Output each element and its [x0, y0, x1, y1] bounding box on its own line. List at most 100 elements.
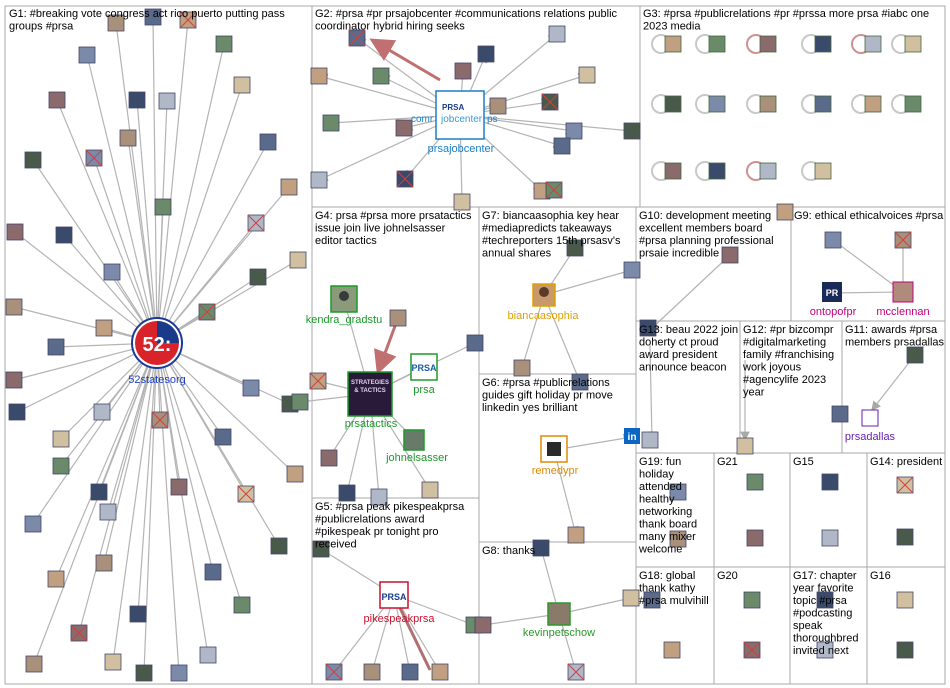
avatar-node[interactable]: [348, 29, 366, 47]
avatar-node[interactable]: [199, 646, 217, 664]
avatar-node[interactable]: [567, 526, 585, 544]
avatar-node[interactable]: [242, 379, 260, 397]
avatar-node[interactable]: [52, 430, 70, 448]
avatar-node[interactable]: [286, 465, 304, 483]
avatar-node[interactable]: [571, 373, 589, 391]
avatar-node[interactable]: [565, 122, 583, 140]
avatar-node[interactable]: [896, 591, 914, 609]
avatar-node[interactable]: [513, 359, 531, 377]
avatar-node[interactable]: [312, 540, 330, 558]
avatar-node[interactable]: [55, 226, 73, 244]
avatar-node[interactable]: [669, 483, 687, 501]
avatar-node[interactable]: [247, 214, 265, 232]
hub-ontopofpr[interactable]: PR ontopofpr: [810, 282, 857, 318]
avatar-node[interactable]: [70, 624, 88, 642]
hub-52statesorg[interactable]: 52: 52statesorg: [128, 317, 186, 386]
g3-node[interactable]: [695, 94, 726, 114]
g3-node[interactable]: [801, 94, 832, 114]
avatar-node[interactable]: [320, 449, 338, 467]
avatar-node[interactable]: [896, 528, 914, 546]
g3-node[interactable]: [695, 161, 726, 181]
g3-node[interactable]: [651, 161, 682, 181]
g3-node[interactable]: [851, 34, 882, 54]
avatar-node[interactable]: [372, 67, 390, 85]
avatar-node[interactable]: [743, 591, 761, 609]
avatar-node[interactable]: [567, 663, 585, 681]
hub-prsajobcenter[interactable]: PRSA jobcenter comr ps prsajobcenter: [411, 90, 498, 155]
avatar-node[interactable]: [421, 481, 439, 499]
avatar-node[interactable]: [623, 122, 641, 140]
hub-prsatactics[interactable]: STRATEGIES & TACTICS prsatactics: [345, 371, 398, 430]
avatar-node[interactable]: [578, 66, 596, 84]
avatar-node[interactable]: [401, 663, 419, 681]
avatar-node[interactable]: [198, 303, 216, 321]
avatar-node[interactable]: [259, 133, 277, 151]
hub-kendra[interactable]: kendra_gradstu: [306, 285, 382, 326]
g3-node[interactable]: [746, 34, 777, 54]
avatar-node[interactable]: [395, 119, 413, 137]
avatar-node[interactable]: [453, 193, 471, 211]
avatar-node[interactable]: [25, 655, 43, 673]
avatar-node[interactable]: [824, 231, 842, 249]
avatar-node[interactable]: [233, 76, 251, 94]
avatar-node[interactable]: [107, 14, 125, 32]
g3-node[interactable]: [651, 94, 682, 114]
avatar-node[interactable]: [170, 478, 188, 496]
avatar-node[interactable]: [47, 338, 65, 356]
avatar-node[interactable]: [816, 641, 834, 659]
avatar-node[interactable]: [553, 137, 571, 155]
avatar-node[interactable]: [214, 428, 232, 446]
avatar-node[interactable]: [291, 393, 309, 411]
avatar-node[interactable]: [270, 537, 288, 555]
avatar-node[interactable]: [363, 663, 381, 681]
avatar-node[interactable]: [310, 171, 328, 189]
avatar-node[interactable]: [454, 62, 472, 80]
avatar-node[interactable]: [466, 334, 484, 352]
avatar-node[interactable]: [78, 46, 96, 64]
avatar-node[interactable]: [736, 437, 754, 455]
g3-node[interactable]: [891, 94, 922, 114]
avatar-node[interactable]: [541, 93, 559, 111]
hub-remedypr[interactable]: remedypr: [532, 435, 579, 477]
hub-biancaasophia[interactable]: biancaasophia: [508, 283, 580, 322]
avatar-node[interactable]: [746, 529, 764, 547]
g3-node[interactable]: [746, 94, 777, 114]
avatar-node[interactable]: [896, 476, 914, 494]
avatar-node[interactable]: [289, 251, 307, 269]
avatar-node[interactable]: [233, 596, 251, 614]
avatar-node[interactable]: [249, 268, 267, 286]
avatar-node[interactable]: [5, 371, 23, 389]
avatar-node[interactable]: [104, 653, 122, 671]
avatar-node[interactable]: [338, 484, 356, 502]
avatar-node[interactable]: [24, 151, 42, 169]
avatar-node[interactable]: [158, 92, 176, 110]
avatar-node[interactable]: [151, 411, 169, 429]
avatar-node[interactable]: [129, 605, 147, 623]
hub-mcclennan[interactable]: mcclennan: [876, 281, 930, 318]
avatar-node[interactable]: [99, 503, 117, 521]
avatar-node[interactable]: [743, 641, 761, 659]
avatar-node[interactable]: [896, 641, 914, 659]
hub-johnelsasser[interactable]: johnelsasser: [385, 429, 448, 464]
avatar-node[interactable]: [47, 570, 65, 588]
g3-node[interactable]: [651, 34, 682, 54]
avatar-node[interactable]: [8, 403, 26, 421]
avatar-node[interactable]: [641, 431, 659, 449]
avatar-node[interactable]: [6, 223, 24, 241]
avatar-node[interactable]: [821, 529, 839, 547]
avatar-node[interactable]: [396, 170, 414, 188]
hub-prsa[interactable]: PRSA prsa: [410, 353, 438, 396]
avatar-node[interactable]: [310, 67, 328, 85]
g3-node[interactable]: [695, 34, 726, 54]
avatar-node[interactable]: [906, 346, 924, 364]
avatar-node[interactable]: [179, 11, 197, 29]
g3-node[interactable]: [746, 161, 777, 181]
avatar-node[interactable]: [669, 530, 687, 548]
avatar-node[interactable]: [746, 473, 764, 491]
avatar-node[interactable]: [663, 641, 681, 659]
avatar-node[interactable]: [489, 97, 507, 115]
avatar-node[interactable]: [309, 372, 327, 390]
avatar-node[interactable]: [154, 198, 172, 216]
avatar-node[interactable]: [204, 563, 222, 581]
avatar-node[interactable]: [135, 664, 153, 682]
